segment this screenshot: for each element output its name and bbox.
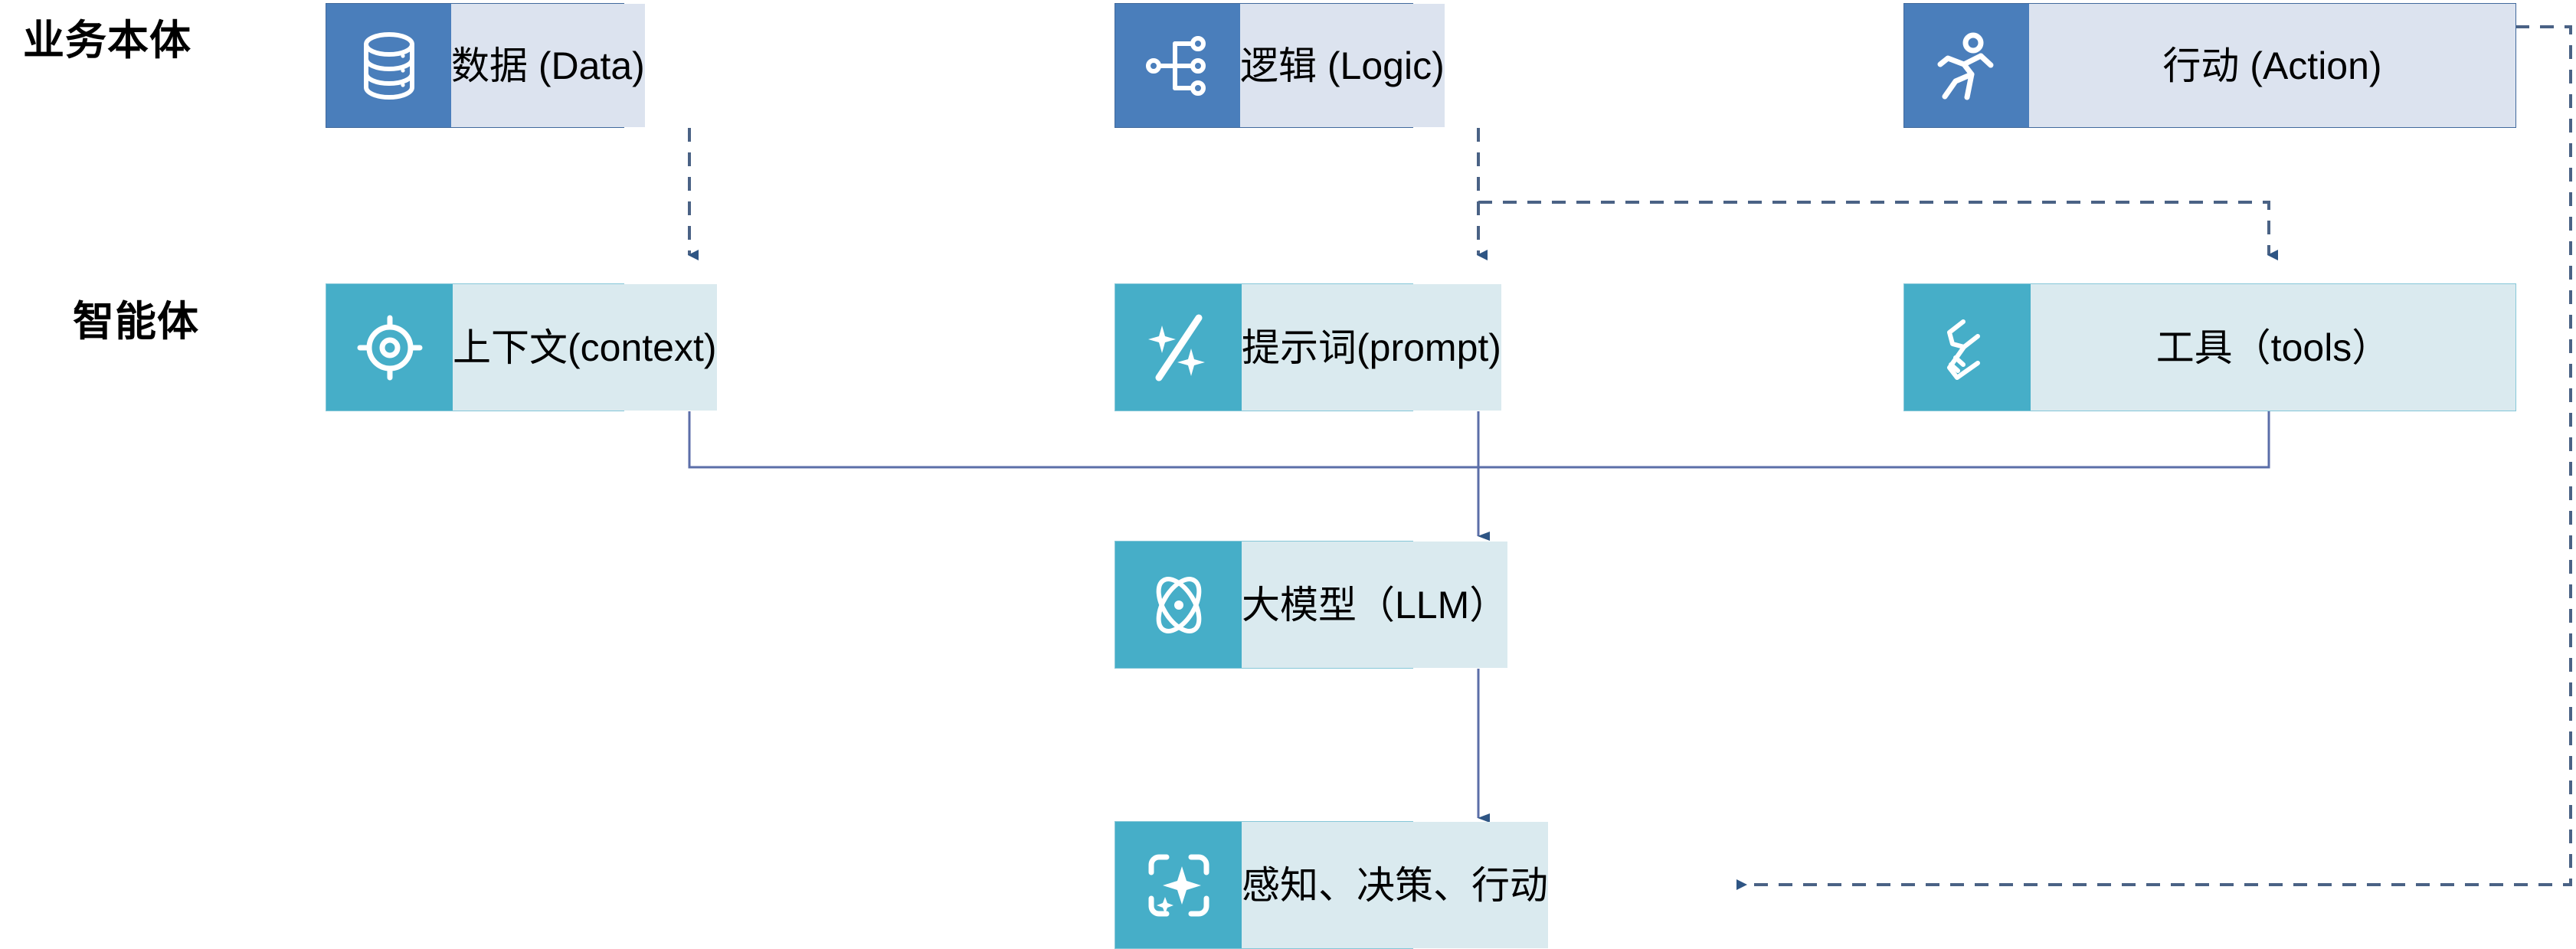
connector-action-feedback xyxy=(1736,25,2572,890)
node-action[interactable]: 行动 (Action) xyxy=(1903,3,2516,128)
node-tools[interactable]: 工具（tools） xyxy=(1903,283,2516,411)
ai-sparkle-frame-icon xyxy=(1115,822,1242,948)
node-prompt-label: 提示词(prompt) xyxy=(1242,326,1501,369)
node-context-body: 上下文(context) xyxy=(453,284,717,411)
connector-logic-to-tools xyxy=(1478,201,2278,260)
node-output-body: 感知、决策、行动 xyxy=(1242,822,1548,948)
node-context-label: 上下文(context) xyxy=(453,326,717,369)
node-action-label: 行动 (Action) xyxy=(2162,44,2382,87)
node-logic-label: 逻辑 (Logic) xyxy=(1240,44,1445,87)
node-tools-label: 工具（tools） xyxy=(2155,326,2391,369)
tier-label-business: 业务本体 xyxy=(23,18,191,64)
node-data[interactable]: 数据 (Data) xyxy=(326,3,645,128)
node-tools-body: 工具（tools） xyxy=(2031,284,2515,411)
node-logic[interactable]: 逻辑 (Logic) xyxy=(1115,3,1445,128)
node-prompt[interactable]: 提示词(prompt) xyxy=(1115,283,1501,411)
node-data-body: 数据 (Data) xyxy=(451,4,645,127)
node-llm-label: 大模型（LLM） xyxy=(1242,583,1508,627)
target-icon xyxy=(326,284,453,411)
database-icon xyxy=(326,4,451,127)
node-logic-body: 逻辑 (Logic) xyxy=(1240,4,1445,127)
node-perception-decision-action[interactable]: 感知、决策、行动 xyxy=(1115,821,1548,949)
wrench-icon xyxy=(1904,284,2031,411)
connector-agents-to-llm xyxy=(688,411,2270,541)
node-action-body: 行动 (Action) xyxy=(2029,4,2515,127)
tier-label-agent: 智能体 xyxy=(73,299,199,345)
atom-icon xyxy=(1115,542,1242,668)
magic-wand-icon xyxy=(1115,284,1242,411)
node-output-label: 感知、决策、行动 xyxy=(1242,863,1548,907)
node-llm[interactable]: 大模型（LLM） xyxy=(1115,541,1508,669)
node-llm-body: 大模型（LLM） xyxy=(1242,542,1508,668)
node-prompt-body: 提示词(prompt) xyxy=(1242,284,1501,411)
hierarchy-icon xyxy=(1115,4,1240,127)
node-data-label: 数据 (Data) xyxy=(451,44,645,87)
node-context[interactable]: 上下文(context) xyxy=(326,283,717,411)
running-person-icon xyxy=(1904,4,2029,127)
